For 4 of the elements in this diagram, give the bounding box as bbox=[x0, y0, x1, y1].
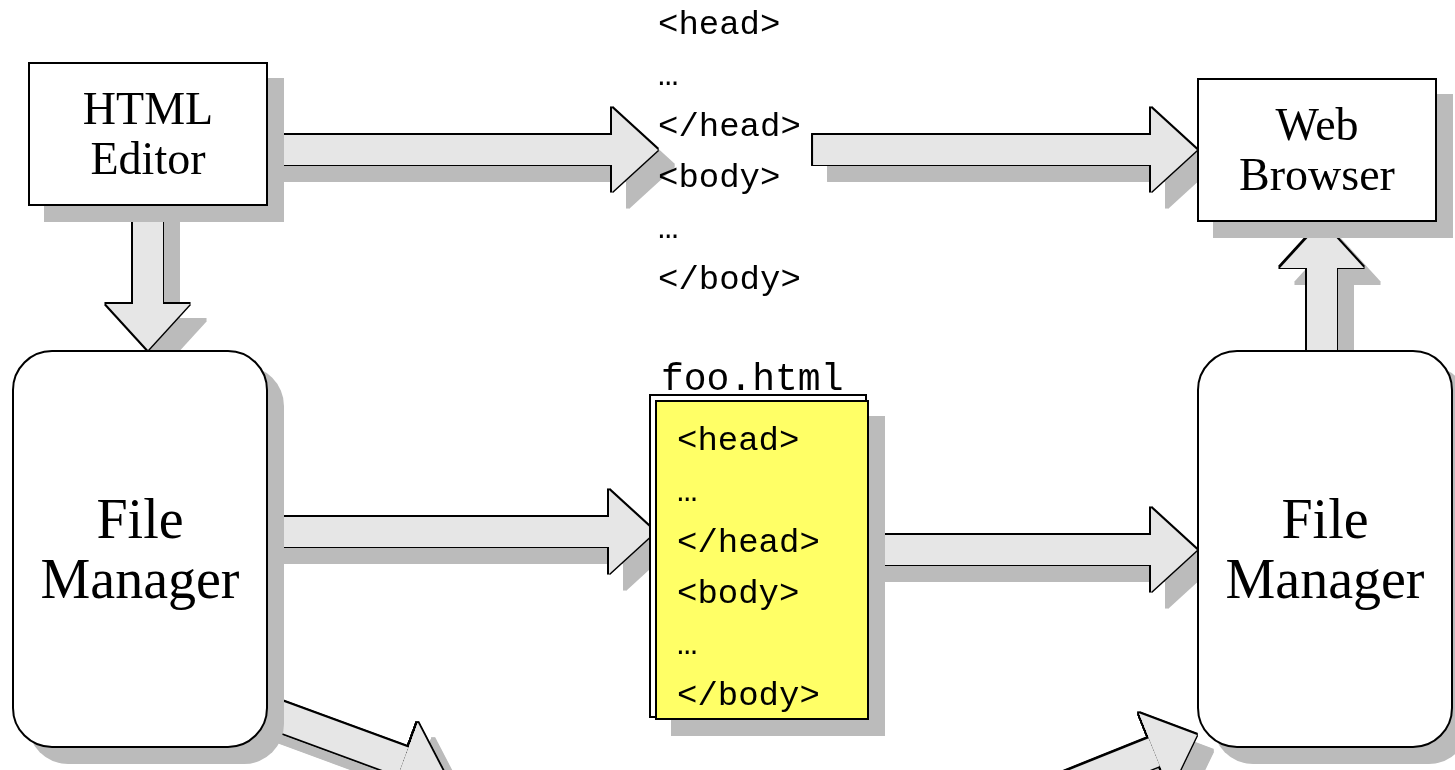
block-arrow bbox=[813, 108, 1197, 192]
code-text: <head> … </head> <body> … </body> bbox=[677, 421, 821, 717]
code-text: <head> … </head> <body> … </body> bbox=[658, 0, 814, 306]
file-name: foo.html bbox=[661, 357, 844, 403]
